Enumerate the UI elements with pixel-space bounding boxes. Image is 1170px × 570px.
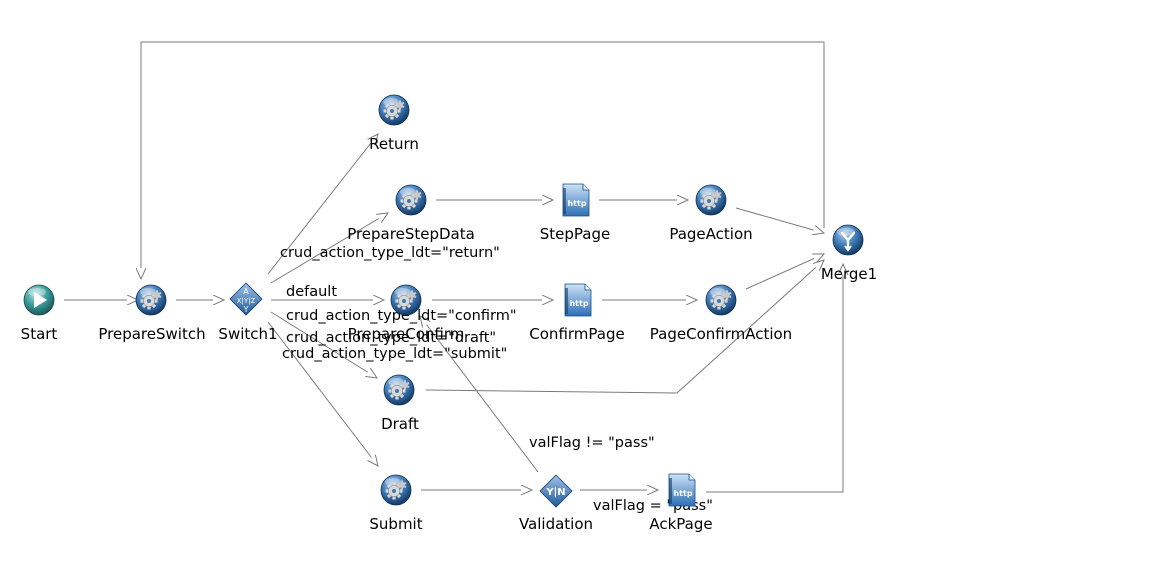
edge-switch1-to-prepare_step_data[interactable] bbox=[270, 213, 388, 284]
nodes: Start PrepareSwitch AX|Y|ZY Switch1 ReturnPr… bbox=[21, 94, 877, 533]
node-label: PrepareStepData bbox=[347, 225, 475, 243]
node-label: Draft bbox=[381, 415, 419, 433]
gear-icon bbox=[390, 284, 422, 316]
edges bbox=[64, 41, 843, 493]
node-validation[interactable]: Y|N Validation bbox=[519, 474, 593, 533]
node-label: PageAction bbox=[669, 225, 752, 243]
edge-label: crud_action_type_ldt="return" bbox=[280, 245, 500, 261]
node-prepare-step-data[interactable]: PrepareStepData bbox=[347, 184, 475, 243]
node-prepare-switch[interactable]: PrepareSwitch bbox=[98, 284, 206, 343]
http-page-icon: http bbox=[564, 283, 592, 317]
svg-text:Y|N: Y|N bbox=[545, 487, 565, 498]
gear-icon bbox=[380, 474, 412, 506]
edge-merge1-to-prepare_switch[interactable] bbox=[141, 41, 825, 279]
edge-switch1-to-draft[interactable] bbox=[270, 311, 377, 378]
node-label: AckPage bbox=[649, 515, 712, 533]
node-prepare-confirm[interactable]: PrepareConfirm bbox=[348, 284, 465, 343]
svg-text:http: http bbox=[673, 489, 692, 498]
node-label: Merge1 bbox=[821, 265, 877, 283]
gear-icon bbox=[705, 284, 737, 316]
edge-label: default bbox=[286, 284, 337, 300]
edge-label: crud_action_type_ldt="confirm" bbox=[286, 308, 517, 324]
edge-ack_page-to-merge1[interactable] bbox=[706, 264, 843, 493]
gear-icon bbox=[378, 94, 410, 126]
node-label: PageConfirmAction bbox=[650, 325, 792, 343]
edge-page_confirm_action-to-merge1[interactable] bbox=[745, 254, 824, 290]
node-label: StepPage bbox=[540, 225, 610, 243]
svg-text:http: http bbox=[567, 199, 586, 208]
edge-validation-to-prepare_confirm[interactable] bbox=[420, 316, 539, 473]
edge-label: crud_action_type_ldt="draft" bbox=[286, 330, 496, 346]
http-page-icon: http bbox=[668, 473, 696, 507]
node-label: Submit bbox=[369, 515, 422, 533]
node-return[interactable]: Return bbox=[369, 94, 419, 153]
edge-label: crud_action_type_ldt="submit" bbox=[282, 346, 507, 362]
decision-icon: Y|N bbox=[539, 474, 573, 508]
svg-text:Y: Y bbox=[243, 305, 249, 314]
node-label: PrepareSwitch bbox=[98, 325, 205, 343]
edge-draft-to-merge1[interactable] bbox=[425, 260, 824, 394]
node-switch1[interactable]: AX|Y|ZY Switch1 bbox=[218, 282, 278, 343]
node-submit[interactable]: Submit bbox=[369, 474, 423, 533]
gear-icon bbox=[695, 184, 727, 216]
switch-icon: AX|Y|ZY bbox=[229, 282, 263, 316]
svg-text:A: A bbox=[243, 287, 249, 296]
edge-page_action-to-merge1[interactable] bbox=[735, 207, 824, 233]
node-label: Start bbox=[21, 325, 58, 343]
node-label: Switch1 bbox=[218, 325, 277, 343]
svg-text:http: http bbox=[569, 299, 588, 308]
node-label: Validation bbox=[519, 515, 593, 533]
gear-icon bbox=[135, 284, 167, 316]
gear-icon bbox=[395, 184, 427, 216]
start-icon bbox=[23, 284, 55, 316]
node-page-confirm-action[interactable]: PageConfirmAction bbox=[650, 284, 792, 343]
gear-icon bbox=[383, 374, 415, 406]
node-label: ConfirmPage bbox=[529, 325, 624, 343]
svg-text:X|Y|Z: X|Y|Z bbox=[237, 297, 256, 305]
node-draft[interactable]: Draft bbox=[381, 374, 419, 433]
edge-labels: crud_action_type_ldt="return"default crud… bbox=[280, 245, 713, 514]
merge-icon bbox=[832, 224, 864, 256]
node-page-action[interactable]: PageAction bbox=[669, 184, 753, 243]
node-merge1[interactable]: Merge1 bbox=[821, 224, 877, 283]
edge-label: valFlag != "pass" bbox=[529, 435, 655, 451]
node-label: PrepareConfirm bbox=[348, 325, 465, 343]
node-label: Return bbox=[369, 135, 419, 153]
http-page-icon: http bbox=[562, 183, 590, 217]
node-start[interactable]: Start bbox=[21, 284, 58, 343]
edge-switch1-to-return[interactable] bbox=[267, 134, 378, 275]
edge-switch1-to-submit[interactable] bbox=[267, 321, 378, 466]
